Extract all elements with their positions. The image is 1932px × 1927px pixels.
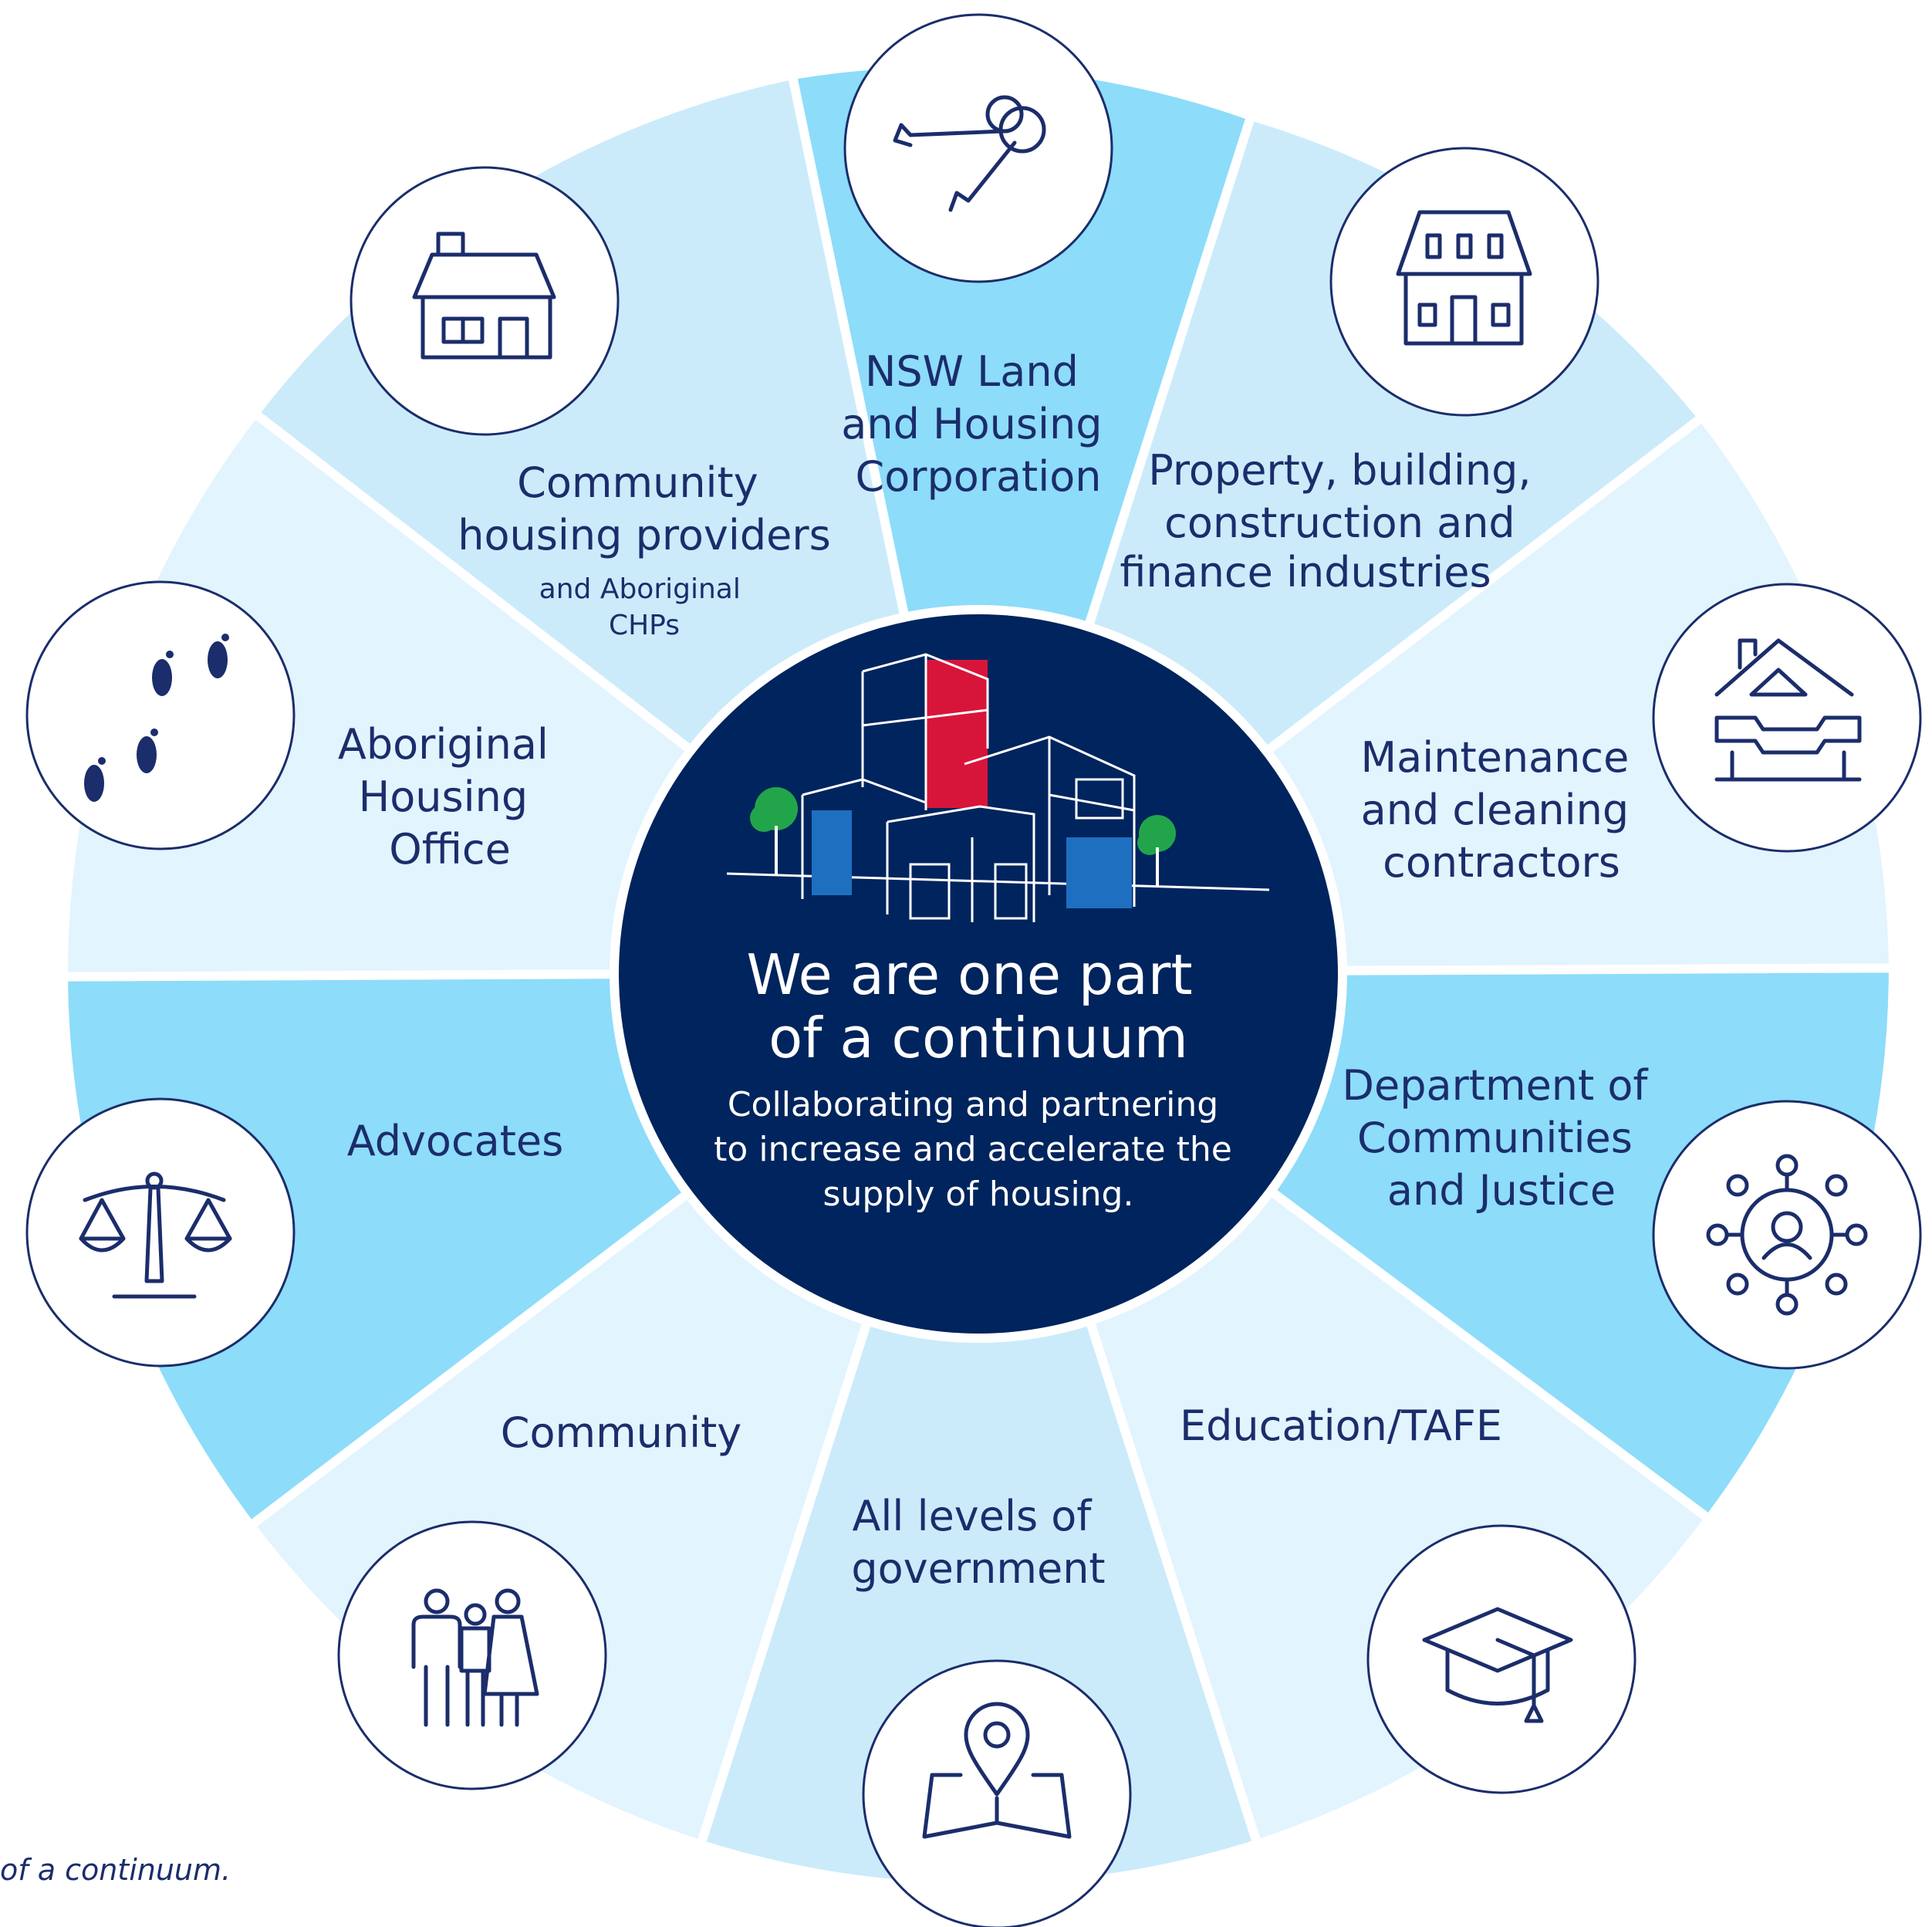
building-illustration xyxy=(726,653,1270,922)
multi-storey-house-icon xyxy=(1396,210,1532,346)
scales-icon xyxy=(79,1171,232,1299)
label-chp: Community housing providers xyxy=(458,458,830,560)
label-maintenance: Maintenance and cleaning contractors xyxy=(1361,733,1643,887)
label-aboriginal-housing: Aboriginal Housing Office xyxy=(338,720,562,874)
center-subtitle: Collaborating and partnering to increase… xyxy=(714,1085,1243,1214)
graduation-cap-icon xyxy=(1422,1607,1573,1723)
icon-circle-house xyxy=(350,166,620,436)
icon-circle-map-pin xyxy=(862,1659,1132,1927)
house-icon xyxy=(412,232,556,360)
label-chp-sub: and Aboriginal CHPs xyxy=(539,573,750,641)
icon-circle-family xyxy=(337,1520,607,1790)
label-nsw-land-housing: NSW Land and Housing Corporation xyxy=(841,347,1115,501)
map-pin-icon xyxy=(922,1702,1072,1839)
label-education: Education/TAFE xyxy=(1180,1401,1502,1450)
network-person-icon xyxy=(1706,1154,1868,1316)
icon-circle-graduation-cap xyxy=(1366,1524,1636,1794)
segment-government xyxy=(702,972,1256,1884)
icon-circle-multi-storey-house xyxy=(1329,147,1599,417)
label-government: All levels of government xyxy=(851,1492,1105,1593)
family-icon xyxy=(411,1588,539,1727)
icon-circle-keys xyxy=(843,13,1113,283)
center-title: We are one part of a continuum xyxy=(747,942,1211,1070)
label-property-building: Property, building, construction and fin… xyxy=(1120,446,1544,597)
keys-icon xyxy=(893,95,1046,212)
label-dcj: Department of Communities and Justice xyxy=(1342,1061,1660,1215)
label-advocates: Advocates xyxy=(347,1117,564,1165)
icon-circle-network-person xyxy=(1652,1100,1922,1370)
center-circle xyxy=(610,605,1347,1343)
icon-circle-footprints xyxy=(25,580,296,850)
caption: of a continuum. xyxy=(0,1853,231,1887)
icon-circle-house-wrench xyxy=(1652,583,1922,853)
label-community: Community xyxy=(501,1408,742,1457)
house-wrench-icon xyxy=(1714,638,1862,782)
segment-nsw-land-housing xyxy=(792,66,1250,972)
footprints-icon xyxy=(84,634,229,802)
icon-circle-scales xyxy=(25,1097,296,1367)
